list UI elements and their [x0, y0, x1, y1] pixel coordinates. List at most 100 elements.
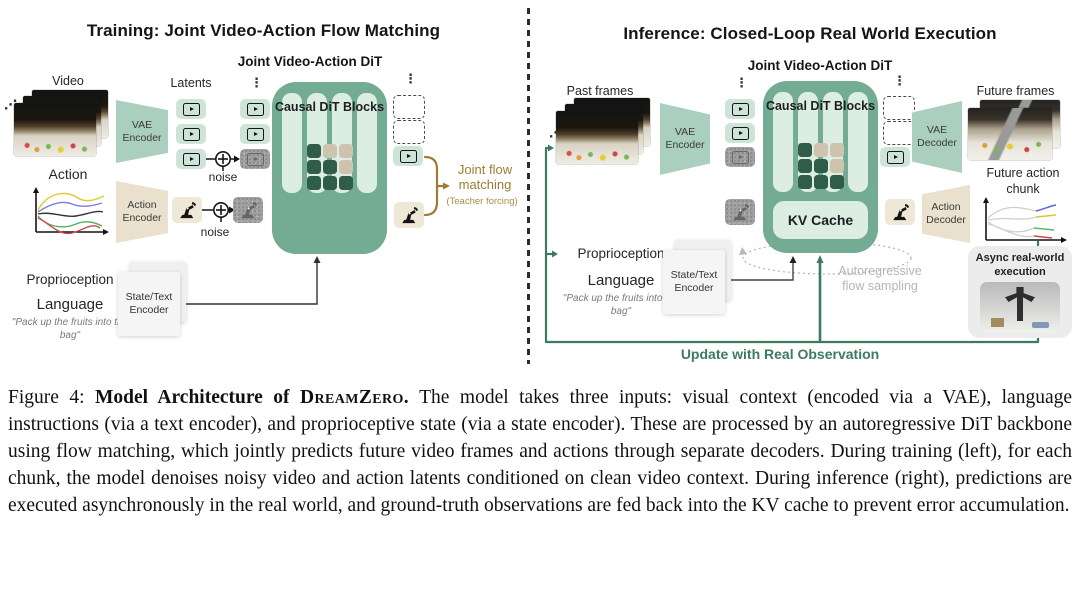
async-execution-box: Async real-world execution — [968, 246, 1072, 338]
crate-shape — [991, 318, 1004, 327]
future-frames-stack — [968, 100, 1068, 164]
predicted-action-token — [885, 199, 915, 225]
play-icon — [886, 150, 904, 164]
causal-attention-mask — [307, 144, 353, 190]
dit-column — [282, 93, 302, 193]
future-token-placeholder — [883, 121, 915, 145]
caption-body: The model takes three inputs: visual con… — [8, 387, 1073, 516]
video-latent-token — [725, 99, 755, 119]
noisy-action-token — [725, 199, 755, 225]
noise-label: noise — [200, 225, 230, 239]
robot-arm-icon — [402, 207, 418, 224]
past-frames-stack — [556, 98, 654, 168]
noisy-video-token — [725, 147, 755, 167]
dit-column — [357, 93, 377, 193]
video-frame-stack — [14, 90, 112, 160]
vae-decoder: VAE Decoder — [912, 101, 962, 173]
past-frames-label: Past frames — [566, 84, 634, 98]
training-title: Training: Joint Video-Action Flow Matchi… — [86, 21, 441, 40]
future-token-placeholder — [883, 96, 915, 120]
training-dit-title: Joint Video-Action DiT — [237, 54, 383, 69]
caption-brand-name: DreamZero. — [299, 387, 410, 408]
causal-dit-blocks-label: Causal DiT Blocks — [765, 99, 876, 113]
encoder-card-front: State/Text Encoder — [118, 272, 180, 336]
past-frame-front — [556, 111, 638, 164]
future-frame-front — [968, 108, 1052, 160]
caption-figure-label: Figure 4: — [8, 387, 85, 408]
play-icon — [731, 102, 749, 116]
predicted-video-token — [880, 147, 910, 167]
future-token-placeholder — [393, 120, 425, 144]
proprioception-label: Proprioception — [577, 246, 665, 261]
dit-column — [773, 92, 793, 192]
video-label: Video — [52, 74, 84, 88]
async-execution-label: Async real-world execution — [975, 252, 1065, 278]
play-icon — [246, 102, 264, 116]
ellipsis-icon: ⋮ — [893, 73, 906, 88]
dit-column — [848, 92, 868, 192]
noisy-video-token — [240, 149, 270, 169]
dit-block: Causal DiT Blocks KV Cache — [763, 81, 878, 253]
caption-bold: Model Architecture of DreamZero. — [94, 387, 410, 408]
figure-caption: Figure 4: Model Architecture of DreamZer… — [8, 384, 1072, 519]
inference-connector-lines — [544, 144, 1040, 344]
latents-label: Latents — [170, 76, 212, 90]
video-latent-token — [725, 123, 755, 143]
play-icon — [246, 152, 264, 166]
autoregressive-flow-label: Autoregressive flow sampling — [838, 264, 922, 293]
state-text-encoder: State/Text Encoder — [663, 240, 735, 320]
action-latent-token — [172, 197, 202, 223]
video-latent-token — [176, 124, 206, 144]
language-instruction-quote: "Pack up the fruits into the bag" — [562, 293, 680, 317]
robot-arm-icon — [180, 202, 196, 219]
video-latent-token — [176, 149, 206, 169]
panel-divider — [527, 8, 530, 364]
video-latent-token — [176, 99, 206, 119]
action-decoder: Action Decoder — [922, 185, 970, 243]
causal-attention-mask — [798, 143, 844, 189]
encoder-card-front: State/Text Encoder — [663, 250, 725, 314]
play-icon — [182, 127, 200, 141]
video-latent-token — [240, 99, 270, 119]
bin-shape — [1032, 322, 1049, 328]
robot-silhouette — [1005, 287, 1035, 321]
play-icon — [731, 126, 749, 140]
future-frames-label: Future frames — [976, 84, 1055, 98]
inference-title: Inference: Closed-Loop Real World Execut… — [623, 24, 997, 43]
proprioception-label: Proprioception — [26, 272, 114, 287]
noisy-action-token — [233, 197, 263, 223]
ellipsis-icon: ⋮ — [404, 71, 417, 86]
causal-dit-blocks-label: Causal DiT Blocks — [274, 100, 385, 114]
kv-cache-box: KV Cache — [773, 201, 868, 239]
play-icon — [182, 102, 200, 116]
dit-block: Causal DiT Blocks — [272, 82, 387, 254]
inference-dit-title: Joint Video-Action DiT — [747, 58, 893, 73]
robot-arm-icon — [893, 204, 909, 221]
play-icon — [246, 127, 264, 141]
more-frames-dots-icon: ⋰ — [4, 97, 17, 112]
language-label: Language — [587, 272, 655, 289]
joint-flow-matching-label: Joint flow matching — [457, 162, 513, 193]
vae-encoder: VAE Encoder — [660, 103, 710, 175]
video-latent-token — [240, 124, 270, 144]
language-label: Language — [36, 296, 104, 313]
noise-label: noise — [208, 170, 238, 184]
teacher-forcing-label: (Teacher forcing) — [446, 196, 518, 207]
ellipsis-icon: ⋮ — [735, 75, 748, 90]
inference-panel: Inference: Closed-Loop Real World Execut… — [540, 0, 1080, 378]
future-action-chunk-chart — [983, 197, 1067, 243]
action-encoder: Action Encoder — [116, 181, 168, 243]
future-action-chunk-label: Future action chunk — [986, 166, 1060, 196]
ellipsis-icon: ⋮ — [250, 75, 263, 90]
language-instruction-quote: "Pack up the fruits into the bag" — [11, 317, 129, 341]
update-observation-label: Update with Real Observation — [680, 346, 880, 362]
play-icon — [399, 149, 417, 163]
video-frame-front — [14, 103, 96, 156]
training-connector-lines — [180, 151, 450, 305]
real-robot-photo — [980, 282, 1060, 332]
robot-arm-icon — [733, 204, 749, 221]
training-panel: Training: Joint Video-Action Flow Matchi… — [0, 0, 527, 378]
robot-arm-icon — [241, 202, 257, 219]
state-text-encoder: State/Text Encoder — [118, 262, 190, 342]
action-label: Action — [48, 166, 88, 182]
